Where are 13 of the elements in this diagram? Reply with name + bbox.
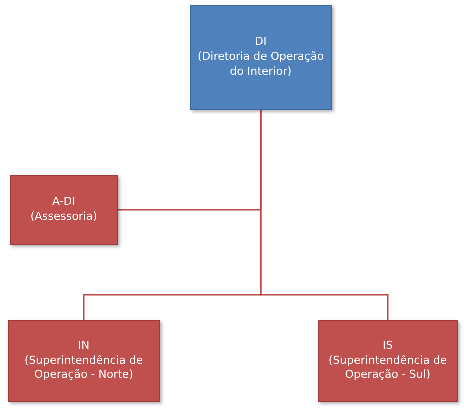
unit-name: (Diretoria de Operação do Interior)	[197, 50, 325, 80]
unit-name: (Superintendência de Operação - Sul)	[328, 354, 448, 384]
unit-name: (Assessoria)	[30, 210, 98, 225]
unit-code: DI	[255, 35, 267, 50]
unit-code: A-DI	[52, 195, 76, 210]
unit-box	[10, 175, 118, 245]
connector-line	[260, 110, 389, 320]
unit-code: IN	[78, 338, 90, 354]
unit-box	[8, 320, 160, 402]
unit-box	[318, 320, 458, 402]
department-box	[190, 5, 332, 110]
unit-code: IS	[382, 338, 394, 354]
unit-name: (Superintendência de Operação - Norte)	[24, 354, 144, 384]
